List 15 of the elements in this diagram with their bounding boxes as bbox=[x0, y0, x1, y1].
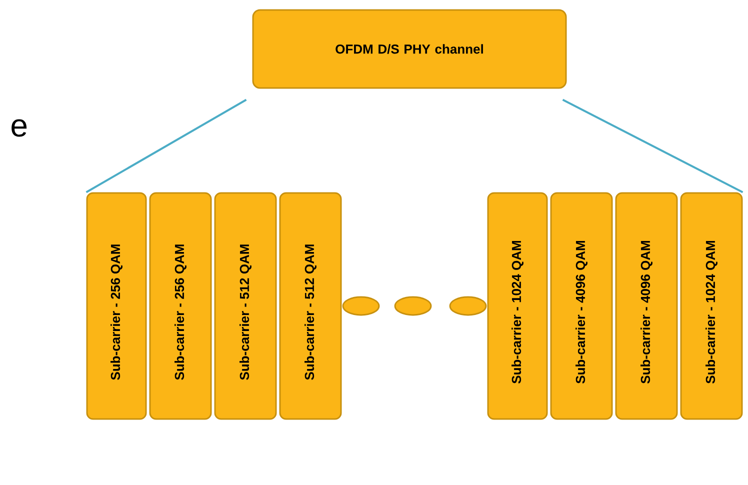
subcarrier-box: Sub-carrier - 256 QAM bbox=[86, 192, 147, 420]
connector-line bbox=[562, 98, 744, 194]
subcarrier-box: Sub-carrier - 4096 QAM bbox=[550, 192, 613, 420]
subcarrier-box: Sub-carrier - 512 QAM bbox=[214, 192, 277, 420]
cut-off-letter: e bbox=[12, 119, 27, 137]
subcarrier-box: Sub-carrier - 4096 QAM bbox=[615, 192, 678, 420]
channel-box: OFDM D/S PHY channel bbox=[252, 9, 567, 89]
dot-ellipse bbox=[394, 296, 432, 316]
subcarrier-box: Sub-carrier - 512 QAM bbox=[279, 192, 342, 420]
connector-line bbox=[86, 98, 247, 194]
dot-ellipse bbox=[342, 296, 380, 316]
subcarrier-box: Sub-carrier - 1024 QAM bbox=[487, 192, 548, 420]
subcarrier-box: Sub-carrier - 1024 QAM bbox=[680, 192, 743, 420]
dot-ellipse bbox=[449, 296, 487, 316]
subcarrier-box: Sub-carrier - 256 QAM bbox=[149, 192, 212, 420]
